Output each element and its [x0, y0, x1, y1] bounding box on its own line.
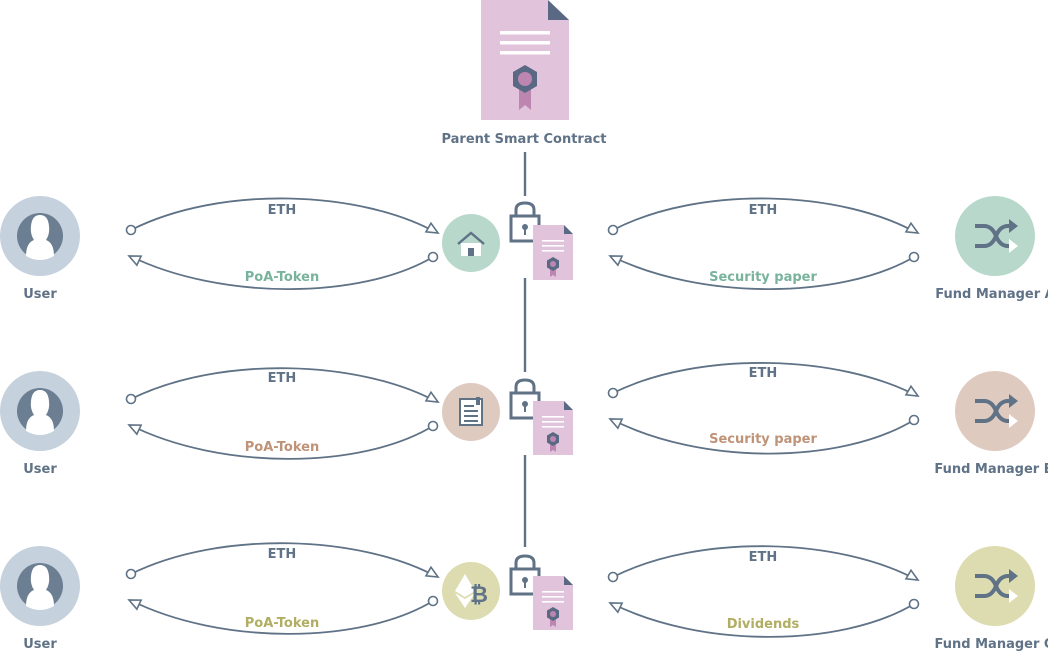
- eth-flow-arrow: [612, 362, 918, 397]
- left-top-label: ETH: [268, 371, 297, 386]
- right-bottom-label: Security paper: [709, 432, 817, 447]
- token-flow-arrow: [129, 255, 434, 290]
- eth-flow-arrow: [130, 197, 438, 234]
- svg-text:₿: ₿: [470, 583, 488, 608]
- security-flow-arrow: [610, 418, 915, 455]
- row-c: User ETH PoA-Token ₿: [0, 542, 1048, 652]
- left-bottom-label: PoA-Token: [245, 270, 319, 285]
- fund-manager-label: Fund Manager A: [935, 287, 1048, 302]
- lock-icon: [509, 554, 541, 596]
- right-top-label: ETH: [749, 203, 778, 218]
- security-flow-arrow: [610, 255, 915, 290]
- fund-manager-label: Fund Manager C: [935, 637, 1048, 652]
- row-b: User ETH PoA-Token: [0, 362, 1048, 477]
- user-avatar[interactable]: [0, 196, 80, 276]
- contract-document-icon: [533, 401, 573, 455]
- eth-flow-arrow: [612, 197, 918, 234]
- contract-document-icon: [533, 225, 573, 280]
- ethereum-bitcoin-icon[interactable]: ₿: [442, 562, 500, 620]
- token-flow-arrow: [129, 599, 434, 635]
- user-label: User: [23, 462, 57, 477]
- parent-contract-label: Parent Smart Contract: [441, 132, 606, 147]
- token-flow-arrow: [129, 424, 434, 460]
- user-label: User: [23, 287, 57, 302]
- row-a: User ETH PoA-Token: [0, 196, 1048, 302]
- user-avatar[interactable]: [0, 546, 80, 626]
- right-bottom-label: Security paper: [709, 270, 817, 285]
- fund-manager-shuffle-icon[interactable]: [955, 196, 1035, 276]
- fund-manager-label: Fund Manager B: [934, 462, 1048, 477]
- dividends-flow-arrow: [610, 602, 915, 638]
- left-top-label: ETH: [268, 203, 297, 218]
- eth-flow-arrow: [130, 542, 438, 578]
- user-label: User: [23, 637, 57, 652]
- user-avatar[interactable]: [0, 371, 80, 451]
- house-icon[interactable]: [442, 214, 500, 272]
- left-bottom-label: PoA-Token: [245, 616, 319, 631]
- document-icon[interactable]: [442, 383, 500, 441]
- fund-manager-shuffle-icon[interactable]: [955, 546, 1035, 626]
- right-top-label: ETH: [749, 366, 778, 381]
- eth-flow-arrow: [130, 367, 438, 403]
- eth-flow-arrow: [612, 545, 918, 581]
- right-top-label: ETH: [749, 550, 778, 565]
- contract-document-icon: [533, 576, 573, 630]
- parent-contract-icon: [481, 0, 569, 120]
- right-bottom-label: Dividends: [727, 617, 800, 632]
- left-top-label: ETH: [268, 547, 297, 562]
- fund-manager-shuffle-icon[interactable]: [955, 371, 1035, 451]
- left-bottom-label: PoA-Token: [245, 440, 319, 455]
